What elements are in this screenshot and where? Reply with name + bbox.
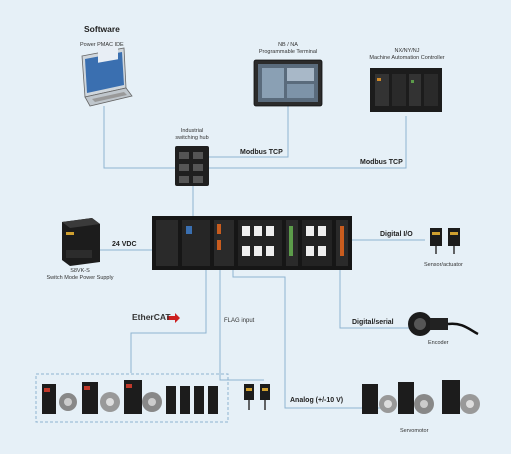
power-supply-label: S8VK-S Switch Mode Power Supply	[40, 268, 120, 281]
nx-controller-icon	[370, 68, 442, 112]
software-title: Software	[84, 26, 120, 33]
ethercat-text-cat: CAT	[154, 312, 171, 322]
terminal-icon	[254, 60, 322, 106]
hub-label: Industrial switching hub	[166, 128, 218, 141]
analog-label: Analog (+/-10 V)	[290, 398, 343, 405]
flag-input-label: FLAG input	[224, 318, 254, 325]
servomotor-label: Servomotor	[400, 428, 428, 435]
digital-io-label: Digital I/O	[380, 232, 413, 239]
power-brick-controller	[152, 216, 352, 270]
laptop-label: Power PMAC IDE	[80, 42, 124, 49]
power-supply-label-line2: Switch Mode Power Supply	[40, 275, 120, 282]
nx-controller-label-line2: Machine Automation Controller	[362, 55, 452, 62]
vdc-label: 24 VDC	[112, 242, 137, 249]
terminal-label-line2: Programmable Terminal	[250, 49, 326, 56]
hub-label-line2: switching hub	[166, 135, 218, 142]
digital-serial-label: Digital/serial	[352, 320, 394, 327]
ethercat-text-ether: Ether	[132, 312, 154, 322]
hub-icon	[175, 146, 209, 186]
flag-sensor-icon	[244, 384, 270, 410]
modbus-label-2: Modbus TCP	[360, 160, 403, 167]
servomotor-group	[362, 380, 480, 414]
ethercat-drive-group	[36, 374, 228, 422]
sensor-actuator-label: Sensor/actuator	[424, 262, 463, 269]
encoder-icon	[408, 312, 478, 336]
link-controller-flag	[220, 270, 264, 380]
terminal-label: NB / NA Programmable Terminal	[250, 42, 326, 55]
sensor-actuator-icon	[430, 228, 460, 254]
ethercat-label: EtherCAT	[132, 314, 171, 321]
encoder-label: Encoder	[428, 340, 449, 347]
modbus-label-1: Modbus TCP	[240, 150, 283, 157]
nx-controller-label: NX/NY/NJ Machine Automation Controller	[362, 48, 452, 61]
power-supply-icon	[62, 218, 100, 266]
